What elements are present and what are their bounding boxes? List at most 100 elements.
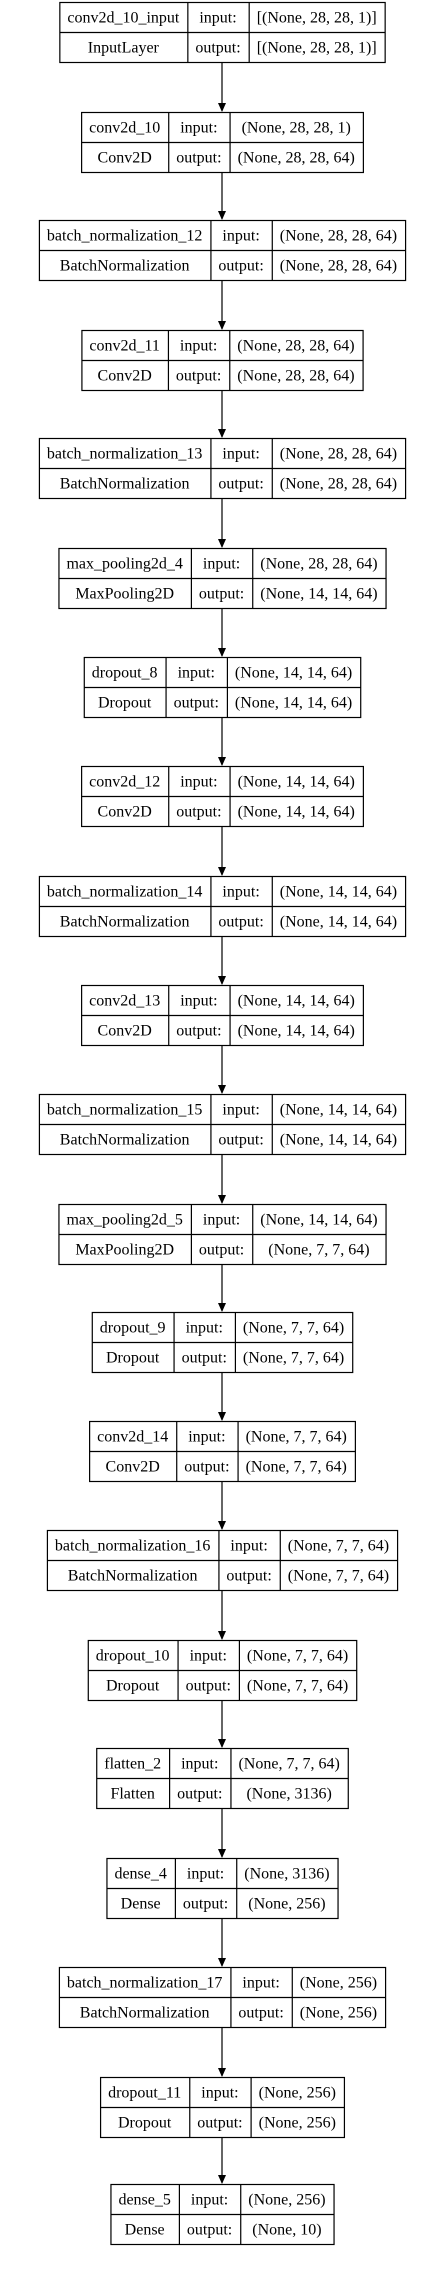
input-label: input: bbox=[222, 1102, 259, 1119]
input-label: input: bbox=[201, 2085, 238, 2102]
layer-name: batch_normalization_16 bbox=[55, 1538, 211, 1555]
input-label: input: bbox=[180, 338, 217, 355]
output-label: output: bbox=[176, 150, 221, 167]
output-label: output: bbox=[176, 1023, 221, 1040]
output-label: output: bbox=[218, 1132, 263, 1149]
output-shape: (None, 7, 7, 64) bbox=[247, 1678, 348, 1695]
input-label: input: bbox=[188, 1429, 225, 1446]
input-shape: (None, 14, 14, 64) bbox=[238, 774, 355, 791]
output-label: output: bbox=[174, 695, 219, 712]
output-shape: (None, 7, 7, 64) bbox=[246, 1459, 347, 1476]
input-shape: (None, 14, 14, 64) bbox=[238, 993, 355, 1010]
input-shape: (None, 28, 28, 64) bbox=[260, 556, 377, 573]
output-label: output: bbox=[199, 1242, 244, 1259]
output-label: output: bbox=[226, 1568, 271, 1585]
layer-name: dense_4 bbox=[114, 1866, 166, 1883]
input-shape: (None, 28, 28, 64) bbox=[280, 228, 397, 245]
input-shape: [(None, 28, 28, 1)] bbox=[257, 10, 377, 27]
output-label: output: bbox=[176, 804, 221, 821]
input-label: input: bbox=[191, 2192, 228, 2209]
input-label: input: bbox=[180, 993, 217, 1010]
layer-name: batch_normalization_13 bbox=[47, 446, 203, 463]
layer-name: dropout_9 bbox=[100, 1320, 166, 1337]
input-shape: (None, 14, 14, 64) bbox=[280, 1102, 397, 1119]
layer-class: InputLayer bbox=[88, 40, 160, 57]
input-label: input: bbox=[203, 1212, 240, 1229]
layer-class: BatchNormalization bbox=[60, 258, 190, 275]
layer-name: batch_normalization_12 bbox=[47, 228, 203, 245]
input-shape: (None, 7, 7, 64) bbox=[246, 1429, 347, 1446]
output-label: output: bbox=[218, 914, 263, 931]
input-label: input: bbox=[203, 556, 240, 573]
layer-name: batch_normalization_17 bbox=[67, 1975, 223, 1992]
input-shape: (None, 256) bbox=[300, 1975, 377, 1992]
input-shape: (None, 14, 14, 64) bbox=[260, 1212, 377, 1229]
output-label: output: bbox=[184, 1459, 229, 1476]
output-shape: (None, 10) bbox=[252, 2222, 321, 2239]
layer-name: max_pooling2d_5 bbox=[66, 1212, 182, 1229]
input-shape: (None, 3136) bbox=[244, 1866, 329, 1883]
layer-class: Conv2D bbox=[98, 804, 152, 821]
input-shape: (None, 14, 14, 64) bbox=[235, 665, 352, 682]
layer-name: dropout_11 bbox=[108, 2085, 181, 2102]
input-label: input: bbox=[242, 1975, 279, 1992]
output-shape: (None, 28, 28, 64) bbox=[280, 258, 397, 275]
layer-class: Flatten bbox=[110, 1786, 154, 1803]
output-label: output: bbox=[187, 2222, 232, 2239]
layer-name: dense_5 bbox=[118, 2192, 170, 2209]
layer-name: conv2d_12 bbox=[89, 774, 160, 791]
layer-node-batch-normalization-17: batch_normalization_17BatchNormalization… bbox=[58, 1966, 387, 2029]
output-label: output: bbox=[182, 1350, 227, 1367]
input-label: input: bbox=[180, 120, 217, 137]
input-shape: (None, 28, 28, 64) bbox=[237, 338, 354, 355]
output-label: output: bbox=[238, 2005, 283, 2022]
input-label: input: bbox=[186, 1320, 223, 1337]
layer-class: BatchNormalization bbox=[60, 1132, 190, 1149]
output-label: output: bbox=[197, 2115, 242, 2132]
layer-name: conv2d_11 bbox=[89, 338, 160, 355]
output-shape: (None, 28, 28, 64) bbox=[280, 476, 397, 493]
layer-class: Dropout bbox=[98, 695, 152, 712]
output-label: output: bbox=[218, 476, 263, 493]
output-label: output: bbox=[186, 1678, 231, 1695]
input-shape: (None, 256) bbox=[248, 2192, 325, 2209]
layer-class: Conv2D bbox=[98, 150, 152, 167]
input-shape: (None, 7, 7, 64) bbox=[238, 1756, 339, 1773]
input-label: input: bbox=[230, 1538, 267, 1555]
input-shape: (None, 7, 7, 64) bbox=[247, 1648, 348, 1665]
layer-name: batch_normalization_14 bbox=[47, 884, 203, 901]
layer-class: Conv2D bbox=[106, 1459, 160, 1476]
layer-class: BatchNormalization bbox=[80, 2005, 210, 2022]
layer-name: conv2d_10 bbox=[89, 120, 160, 137]
layer-name: conv2d_14 bbox=[97, 1429, 168, 1446]
layer-name: conv2d_10_input bbox=[67, 10, 180, 27]
layer-class: Conv2D bbox=[98, 368, 152, 385]
input-label: input: bbox=[222, 228, 259, 245]
layer-name: dropout_10 bbox=[96, 1648, 170, 1665]
layer-node-batch-normalization-15: batch_normalization_15BatchNormalization… bbox=[38, 1093, 407, 1156]
output-shape: (None, 256) bbox=[248, 1896, 325, 1913]
output-shape: (None, 14, 14, 64) bbox=[235, 695, 352, 712]
input-shape: (None, 28, 28, 64) bbox=[280, 446, 397, 463]
input-shape: (None, 7, 7, 64) bbox=[243, 1320, 344, 1337]
input-label: input: bbox=[178, 665, 215, 682]
layer-class: Dropout bbox=[106, 1350, 160, 1367]
layer-node-batch-normalization-16: batch_normalization_16BatchNormalization… bbox=[46, 1529, 399, 1592]
output-shape: (None, 28, 28, 64) bbox=[237, 368, 354, 385]
output-label: output: bbox=[183, 1896, 228, 1913]
output-shape: (None, 28, 28, 64) bbox=[238, 150, 355, 167]
output-shape: (None, 14, 14, 64) bbox=[238, 804, 355, 821]
layer-class: BatchNormalization bbox=[60, 476, 190, 493]
input-label: input: bbox=[222, 884, 259, 901]
layer-node-conv2d-10-input: conv2d_10_inputInputLayerinput:output:[(… bbox=[59, 1, 386, 64]
